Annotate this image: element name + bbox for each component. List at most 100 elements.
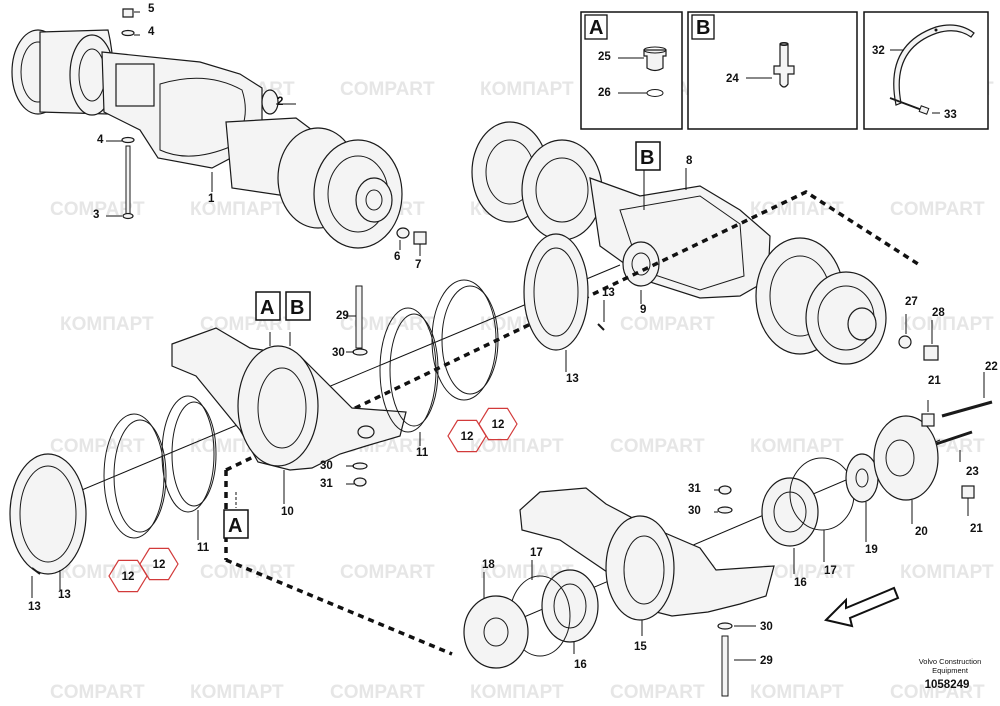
callout-2: 2: [277, 96, 283, 108]
watermark-text: КОМПАРТ: [60, 562, 154, 583]
callout-13: 13: [566, 373, 579, 385]
callout-30: 30: [320, 460, 333, 472]
rear-axle-support: [463, 372, 993, 697]
watermark-text: COMPART: [610, 682, 705, 703]
watermark-text: КОМПАРТ: [750, 682, 844, 703]
watermark-text: КОМПАРТ: [750, 199, 844, 220]
callout-29: 29: [760, 655, 773, 667]
footer: Volvo Construction Equipment 1058249: [919, 657, 982, 691]
highlight-hexagon: [139, 547, 179, 581]
detail-box-c: [863, 11, 989, 130]
callout-24: 24: [726, 73, 739, 85]
callout-5: 5: [148, 3, 155, 15]
callout-30: 30: [688, 505, 701, 517]
detail-box-b-label: B: [696, 17, 710, 39]
forward-direction-arrow: [824, 586, 900, 628]
watermark-text: COMPART: [340, 79, 435, 100]
callout-9: 9: [640, 304, 646, 316]
watermark-text: COMPART: [890, 199, 985, 220]
callout-3: 3: [93, 209, 99, 221]
drawing-number: 1058249: [925, 679, 970, 691]
callout-31: 31: [688, 483, 701, 495]
watermark-text: COMPART: [50, 436, 145, 457]
callout-21: 21: [928, 375, 941, 387]
callout-16: 16: [794, 577, 807, 589]
view-marker-b-top: B: [290, 297, 304, 319]
watermark-text: КОМПАРТ: [190, 199, 284, 220]
callout-27: 27: [905, 296, 918, 308]
watermark-text: КОМПАРТ: [470, 682, 564, 703]
callout-13: 13: [602, 287, 615, 299]
watermark-text: COMPART: [610, 436, 705, 457]
callout-13: 13: [58, 589, 71, 601]
highlight-hexagon: [447, 419, 487, 453]
watermark-text: COMPART: [620, 314, 715, 335]
detail-box-a: A: [580, 11, 683, 130]
callout-23: 23: [966, 466, 979, 478]
watermark-text: COMPART: [200, 562, 295, 583]
callout-28: 28: [932, 307, 945, 319]
watermark-text: COMPART: [50, 682, 145, 703]
callout-17: 17: [824, 565, 837, 577]
highlight-hexagon: [478, 407, 518, 441]
callout-8: 8: [686, 155, 693, 167]
callout-11: 11: [416, 447, 429, 459]
callout-10: 10: [281, 506, 294, 518]
callout-33: 33: [944, 109, 957, 121]
watermark-text: КОМПАРТ: [190, 682, 284, 703]
front-axle-support: [9, 233, 621, 598]
callout-13: 13: [28, 601, 41, 613]
callout-22: 22: [985, 361, 998, 373]
axle-assembly-1: [11, 8, 427, 256]
callout-32: 32: [872, 45, 885, 57]
callout-4: 4: [148, 26, 155, 38]
brand-line-1: Volvo Construction: [919, 657, 982, 666]
callout-25: 25: [598, 51, 611, 63]
watermark-text: COMPART: [340, 314, 435, 335]
view-marker-a-lower: A: [228, 515, 242, 537]
callout-21: 21: [970, 523, 983, 535]
callout-17: 17: [530, 547, 543, 559]
watermark-text: COMPART: [760, 562, 855, 583]
callout-15: 15: [634, 641, 647, 653]
watermark-text: КОМПАРТ: [480, 562, 574, 583]
callout-1: 1: [208, 193, 215, 205]
watermark-text: КОМПАРТ: [480, 79, 574, 100]
callout-12-highlight: 12: [122, 571, 135, 583]
callout-19: 19: [865, 544, 878, 556]
watermark-text: COMPART: [890, 682, 985, 703]
callout-6: 6: [394, 251, 400, 263]
callout-12-highlight: 12: [492, 419, 505, 431]
detail-box-b: B: [687, 11, 858, 130]
view-marker-a-top: A: [260, 297, 274, 319]
watermark-text: КОМПАРТ: [900, 562, 994, 583]
callout-30: 30: [332, 347, 345, 359]
brand-line-2: Equipment: [932, 666, 969, 675]
axle-assembly-8: [471, 121, 939, 365]
watermark-text: COMPART: [330, 682, 425, 703]
detail-box-a-label: A: [589, 17, 603, 39]
callout-4: 4: [97, 134, 104, 146]
callout-30: 30: [760, 621, 773, 633]
assembly-dashed-line: [225, 189, 919, 656]
watermark-text: КОМПАРТ: [750, 436, 844, 457]
callout-29: 29: [336, 310, 349, 322]
callout-18: 18: [482, 559, 495, 571]
watermark-text: КОМПАРТ: [60, 314, 154, 335]
callout-11: 11: [197, 542, 210, 554]
watermark-text: COMPART: [340, 562, 435, 583]
callout-16: 16: [574, 659, 587, 671]
view-markers: A B B A: [223, 141, 661, 539]
watermark-text: КОМПАРТ: [470, 436, 564, 457]
watermark-text: КОМПАРТ: [900, 314, 994, 335]
callout-20: 20: [915, 526, 928, 538]
callout-12-highlight: 12: [461, 431, 474, 443]
callout-26: 26: [598, 87, 611, 99]
callout-31: 31: [320, 478, 333, 490]
callout-7: 7: [415, 259, 421, 271]
view-marker-b-axle: B: [640, 147, 654, 169]
highlight-hexagon: [108, 559, 148, 593]
